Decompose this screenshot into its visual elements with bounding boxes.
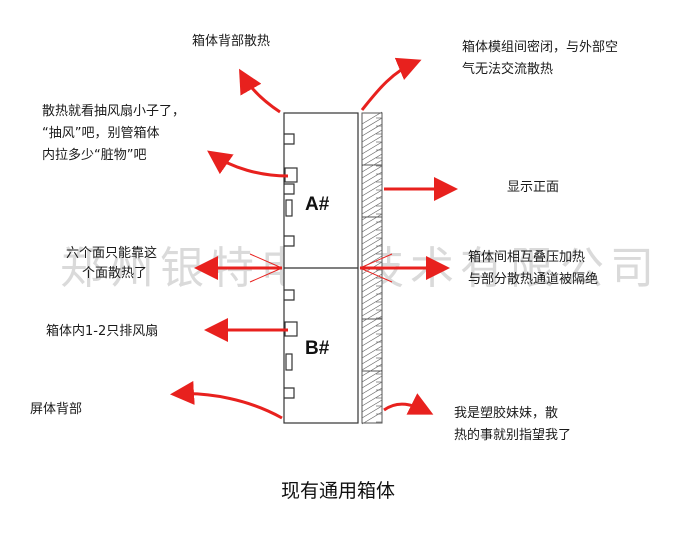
label-module-sealed-1: 箱体模组间密闭，与外部空 [462,40,619,55]
label-display-front: 显示正面 [507,180,560,195]
label-fan-2: “抽风”吧，别管箱体 [42,126,160,141]
figure-caption: 现有通用箱体 [280,480,395,502]
cabinet-outline [283,112,359,424]
arrow-back-heat [239,68,281,114]
label-module-sealed-2: 气无法交流散热 [462,62,554,77]
label-plastic-1: 我是塑胶妹妹，散 [454,406,559,421]
cabinet-b-label: B# [305,338,330,359]
arrow-plastic [383,393,434,415]
arrow-screen-back [170,380,283,420]
label-stack-heat-2: 与部分散热通道被隔绝 [468,272,599,287]
cabinet-a-label: A# [305,194,330,215]
label-back-heat: 箱体背部散热 [192,34,271,49]
spread-lines [249,253,393,283]
label-six-faces-2: 个面散热了 [82,266,148,281]
heat-arrows [170,57,458,420]
label-six-faces-1: 六个面只能靠这 [66,246,158,261]
label-stack-heat-1: 箱体间相互叠压加热 [468,250,586,265]
label-fan-3: 内拉多少“脏物”吧 [42,148,147,163]
label-plastic-2: 热的事就别指望我了 [454,428,572,443]
label-fan-1: 散热就看抽风扇小子了， [42,104,186,119]
arrow-fan-top [207,150,289,178]
arrow-module-sealed [360,57,422,111]
label-fans-inside: 箱体内1-2只排风扇 [46,324,159,339]
label-screen-back: 屏体背部 [30,402,83,417]
